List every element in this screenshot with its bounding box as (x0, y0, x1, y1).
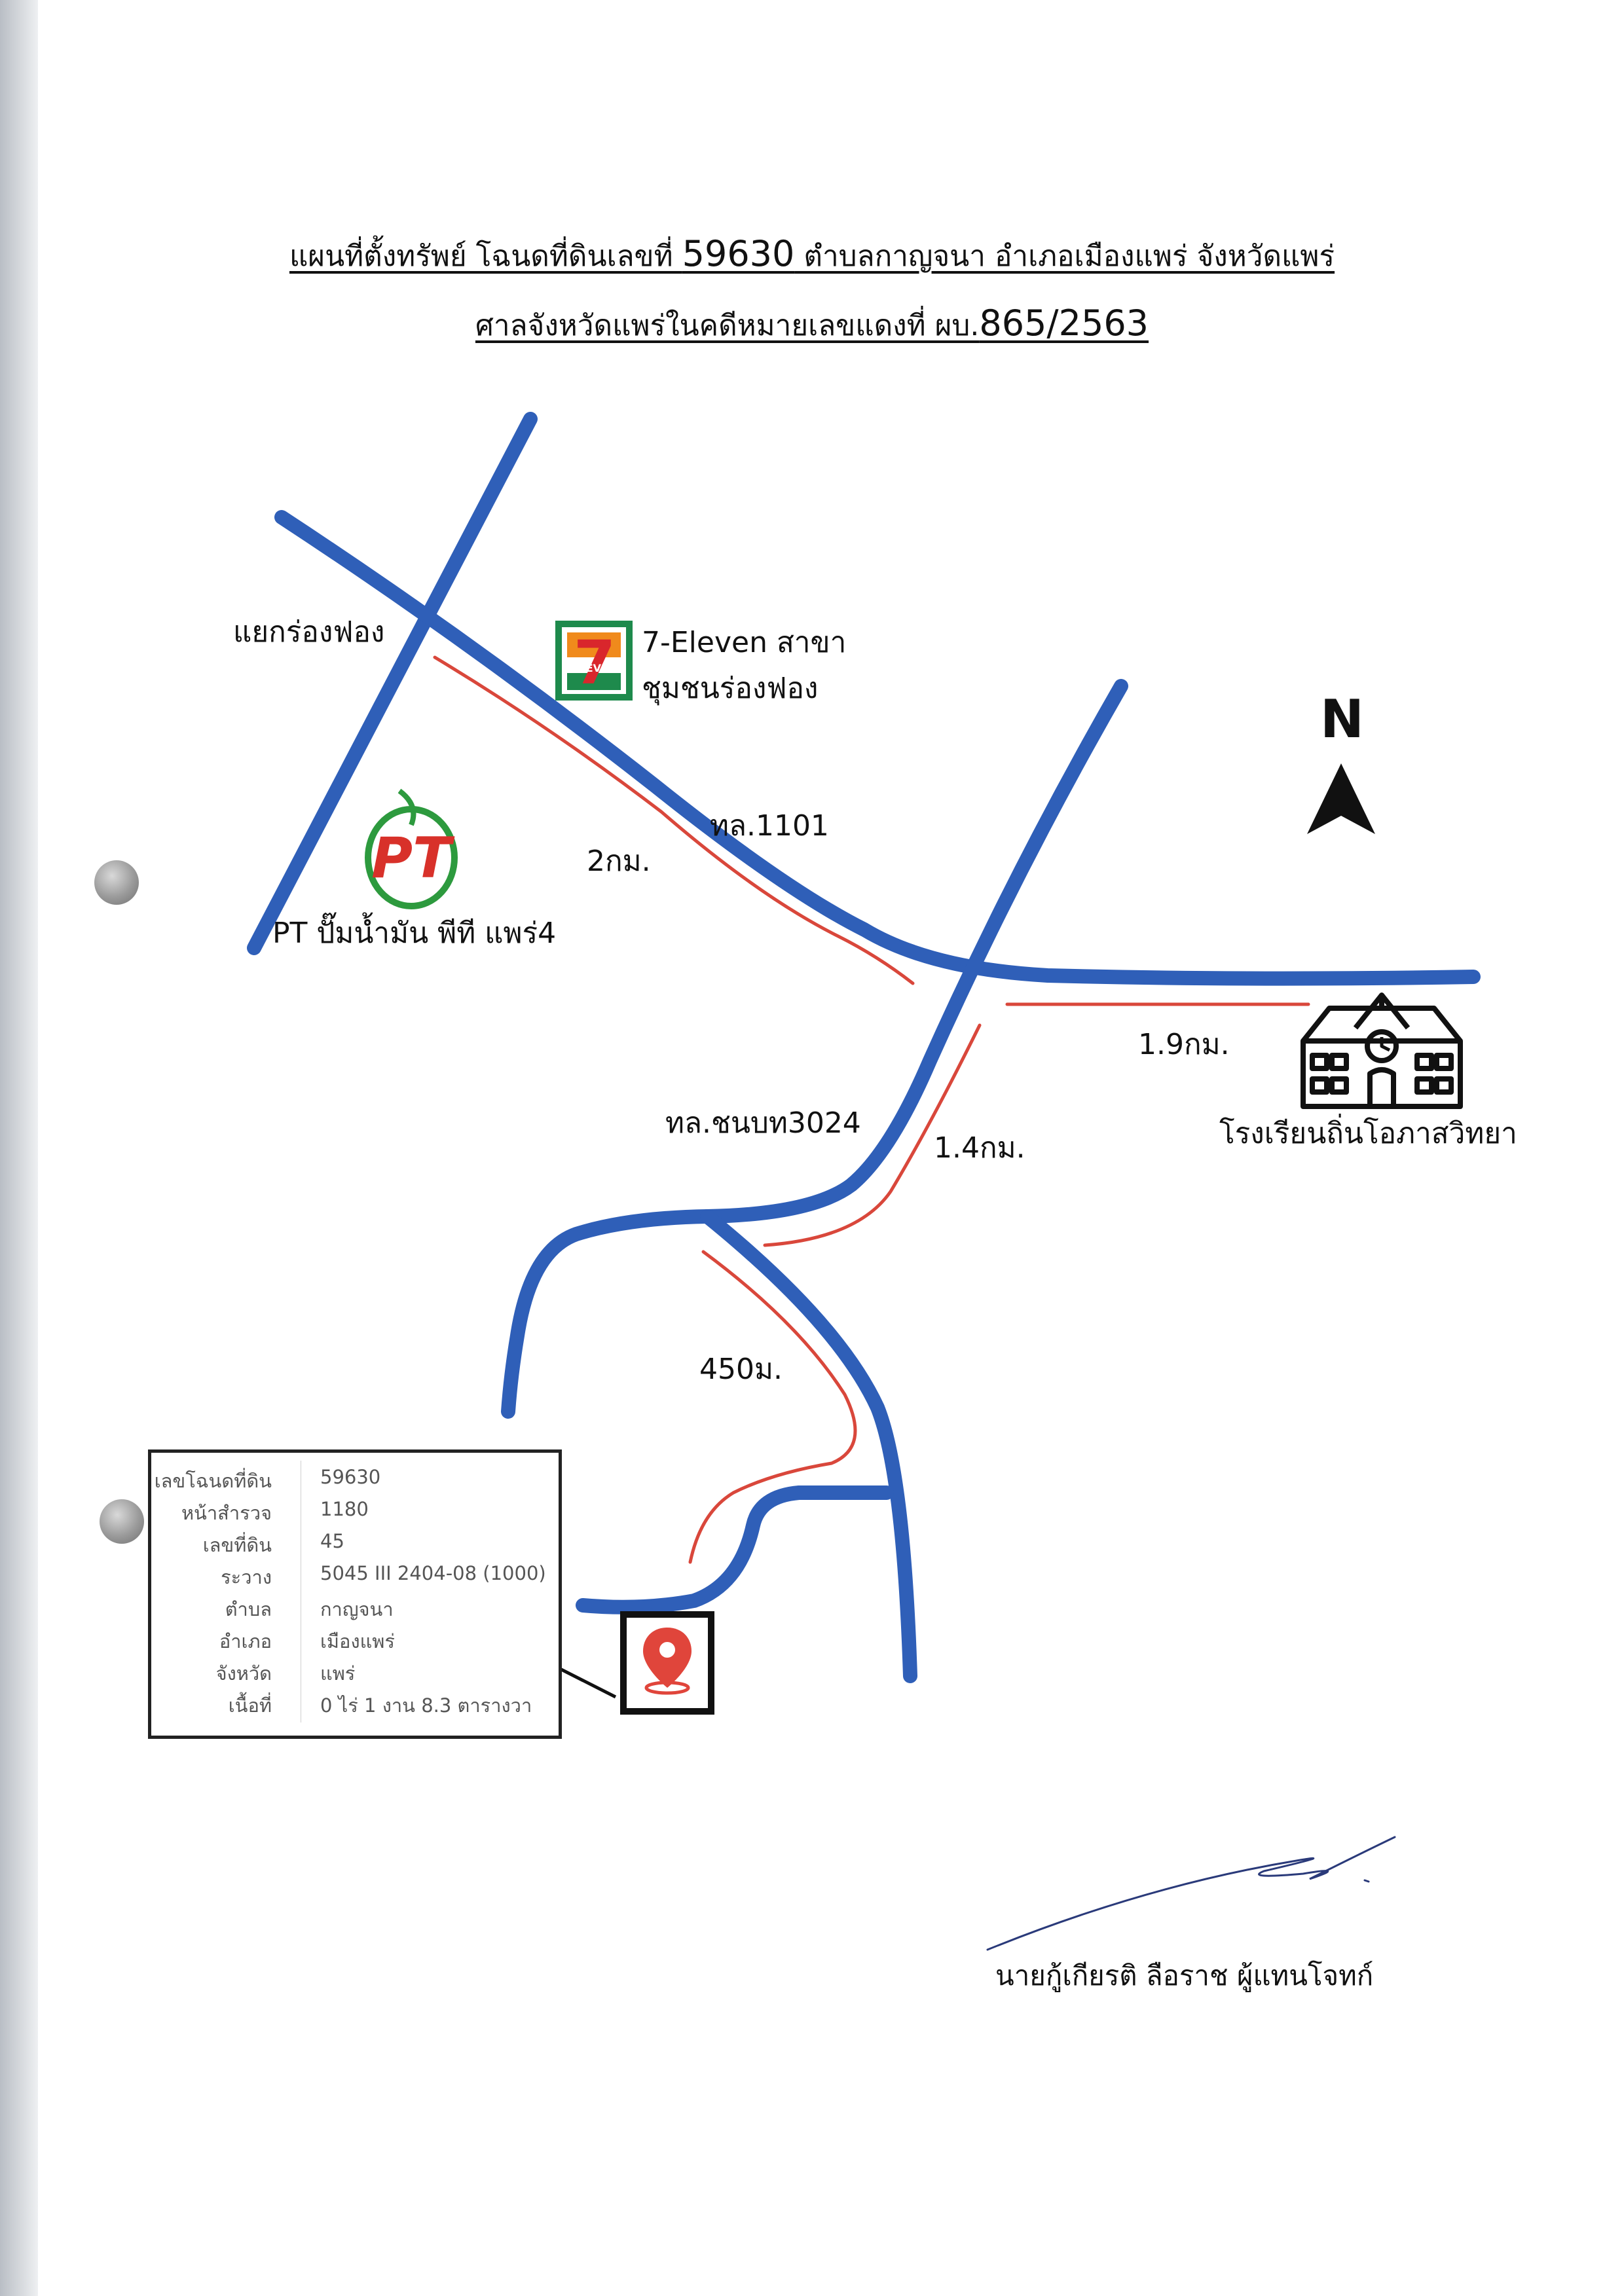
title-line1-suffix: ตำบลกาญจนา อำเภอเมืองแพร่ จังหวัดแพร่ (794, 240, 1335, 273)
title-deed-number: 59630 (682, 233, 795, 274)
road-spur (576, 1485, 894, 1614)
deed-info-row: ตำบล กาญจนา (151, 1589, 559, 1620)
label-road-1101: ทล.1101 (710, 809, 829, 843)
signatory-name: นายกู้เกียรติ ลือราช ผู้แทนโจทก์ (995, 1959, 1374, 1992)
deed-info-key: อำเภอ (219, 1630, 272, 1652)
title-case-number: 865/2563 (979, 302, 1149, 344)
label-pt-station: PT ปั๊มน้ำมัน พีที แพร่4 (272, 912, 556, 950)
deed-info-row: เนื้อที่ 0 ไร่ 1 งาน 8.3 ตารางวา (151, 1685, 559, 1717)
deed-info-key: ระวาง (221, 1566, 272, 1588)
page-title-line1: แผนที่ตั้งทรัพย์ โฉนดที่ดินเลขที่ 59630 … (0, 233, 1624, 279)
seven-eleven-logo-text: ELEVEN (572, 662, 618, 674)
title-line2-prefix: ศาลจังหวัดแพร่ในคดีหมายเลขแดงที่ ผบ. (475, 309, 980, 342)
deed-info-value: 5045 III 2404-08 (1000) (320, 1562, 546, 1584)
deed-info-key: จังหวัด (215, 1662, 272, 1685)
deed-info-key: หน้าสำรวจ (181, 1502, 272, 1524)
property-location-marker (524, 1611, 714, 1715)
deed-info-row: เลขโฉนดที่ดิน 59630 (151, 1461, 559, 1492)
school-building-icon (1301, 993, 1463, 1109)
deed-info-key: เนื้อที่ (228, 1694, 272, 1717)
label-seven-eleven-line2: ชุมชนร่องฟอง (642, 672, 818, 706)
deed-info-key: ตำบล (225, 1598, 272, 1620)
deed-info-value: เมืองแพร่ (320, 1630, 395, 1652)
deed-info-value: 45 (320, 1530, 344, 1552)
deed-info-value: 0 ไร่ 1 งาน 8.3 ตารางวา (320, 1694, 532, 1717)
deed-info-row: จังหวัด แพร่ (151, 1653, 559, 1685)
deed-info-value: 59630 (320, 1466, 381, 1488)
seven-eleven-logo-number: 7 (574, 628, 616, 698)
title-line1-prefix: แผนที่ตั้งทรัพย์ โฉนดที่ดินเลขที่ (289, 240, 682, 273)
signature-scribble (986, 1836, 1396, 1951)
label-distance-1-4km: 1.4กม. (934, 1131, 1025, 1165)
punch-hole-top (94, 860, 139, 905)
north-label: N (1320, 689, 1364, 750)
route-highlights (433, 655, 1310, 1564)
deed-info-key: เลขที่ดิน (202, 1534, 272, 1556)
route-segment-1-4km (763, 1023, 982, 1247)
road-3024 (501, 679, 1128, 1419)
deed-info-row: เลขที่ดิน 45 (151, 1525, 559, 1556)
road-branch-south (700, 1209, 917, 1683)
label-junction: แยกร่องฟอง (233, 615, 384, 649)
deed-info-row: ระวาง 5045 III 2404-08 (1000) (151, 1557, 559, 1588)
label-school: โรงเรียนถิ่นโอภาสวิทยา (1219, 1113, 1517, 1150)
label-road-3024: ทล.ชนบท3024 (665, 1106, 861, 1140)
deed-info-key: เลขโฉนดที่ดิน (154, 1470, 272, 1492)
deed-info-value: แพร่ (320, 1662, 356, 1685)
pt-logo-text: PT (371, 826, 455, 891)
deed-info-value: กาญจนา (320, 1598, 394, 1620)
label-seven-eleven-line1: 7-Eleven สาขา (642, 626, 846, 659)
label-distance-2km: 2กม. (587, 845, 651, 878)
label-distance-1-9km: 1.9กม. (1138, 1028, 1230, 1061)
route-segment-2km (433, 655, 915, 985)
label-distance-450m: 450ม. (699, 1353, 783, 1386)
route-segment-450m (688, 1250, 857, 1564)
deed-info-row: หน้าสำรวจ 1180 (151, 1493, 559, 1524)
page-title-line2: ศาลจังหวัดแพร่ในคดีหมายเลขแดงที่ ผบ.865/… (0, 302, 1624, 348)
deed-info-box: เลขโฉนดที่ดิน 59630 หน้าสำรวจ 1180 เลขที… (148, 1449, 562, 1739)
north-arrow-icon (1307, 763, 1375, 834)
deed-info-row: อำเภอ เมืองแพร่ (151, 1621, 559, 1652)
deed-info-value: 1180 (320, 1498, 369, 1520)
pt-logo-icon: PT (365, 788, 458, 909)
roads (247, 412, 1481, 1683)
road-junction-cross (247, 412, 538, 955)
punch-hole-bottom (100, 1499, 144, 1544)
scan-edge (0, 0, 38, 2296)
road-1101 (274, 510, 1481, 986)
seven-eleven-logo-icon: 7 ELEVEN (555, 621, 633, 701)
